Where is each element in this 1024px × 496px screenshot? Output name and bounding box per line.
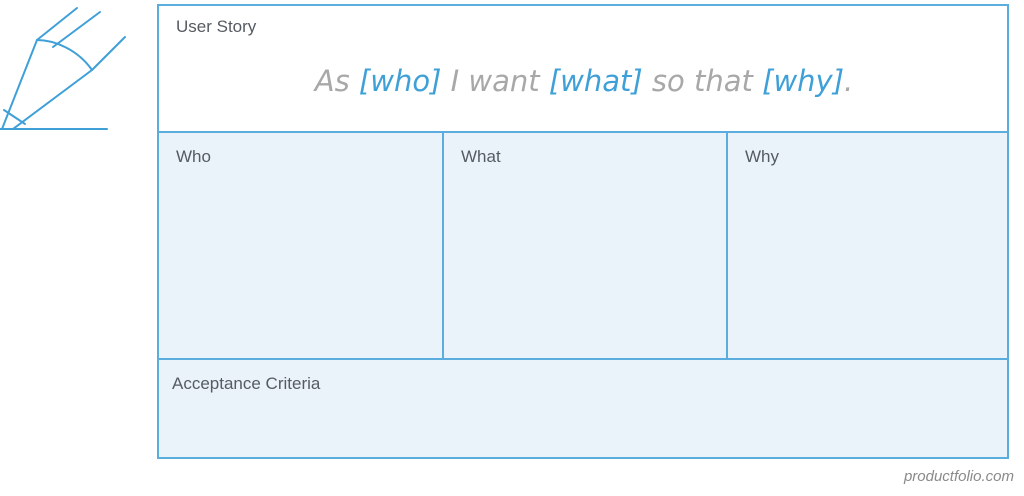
why-placeholder: [why]	[762, 64, 845, 98]
who-panel[interactable]: Who	[159, 133, 444, 358]
user-story-template: As [who] I want [what] so that [why].	[159, 64, 1009, 98]
story-text-so-that: so that	[642, 64, 763, 98]
acceptance-criteria-label: Acceptance Criteria	[172, 374, 321, 393]
what-placeholder: [what]	[548, 64, 643, 98]
acceptance-criteria-panel[interactable]: Acceptance Criteria	[159, 360, 1007, 457]
what-label: What	[461, 147, 501, 166]
user-story-card: User Story As [who] I want [what] so tha…	[157, 4, 1009, 459]
why-panel[interactable]: Why	[728, 133, 1007, 358]
pencil-icon	[0, 7, 126, 130]
what-panel[interactable]: What	[444, 133, 728, 358]
story-text-period: .	[844, 64, 854, 98]
story-text-as: As	[314, 64, 359, 98]
user-story-section: User Story As [who] I want [what] so tha…	[159, 6, 1007, 133]
who-placeholder: [who]	[358, 64, 442, 98]
who-what-why-row: Who What Why	[159, 133, 1007, 360]
footer-credit: productfolio.com	[903, 468, 1014, 485]
story-text-i-want: I want	[441, 64, 549, 98]
why-label: Why	[745, 147, 779, 166]
who-label: Who	[176, 147, 211, 166]
user-story-label: User Story	[176, 17, 257, 36]
